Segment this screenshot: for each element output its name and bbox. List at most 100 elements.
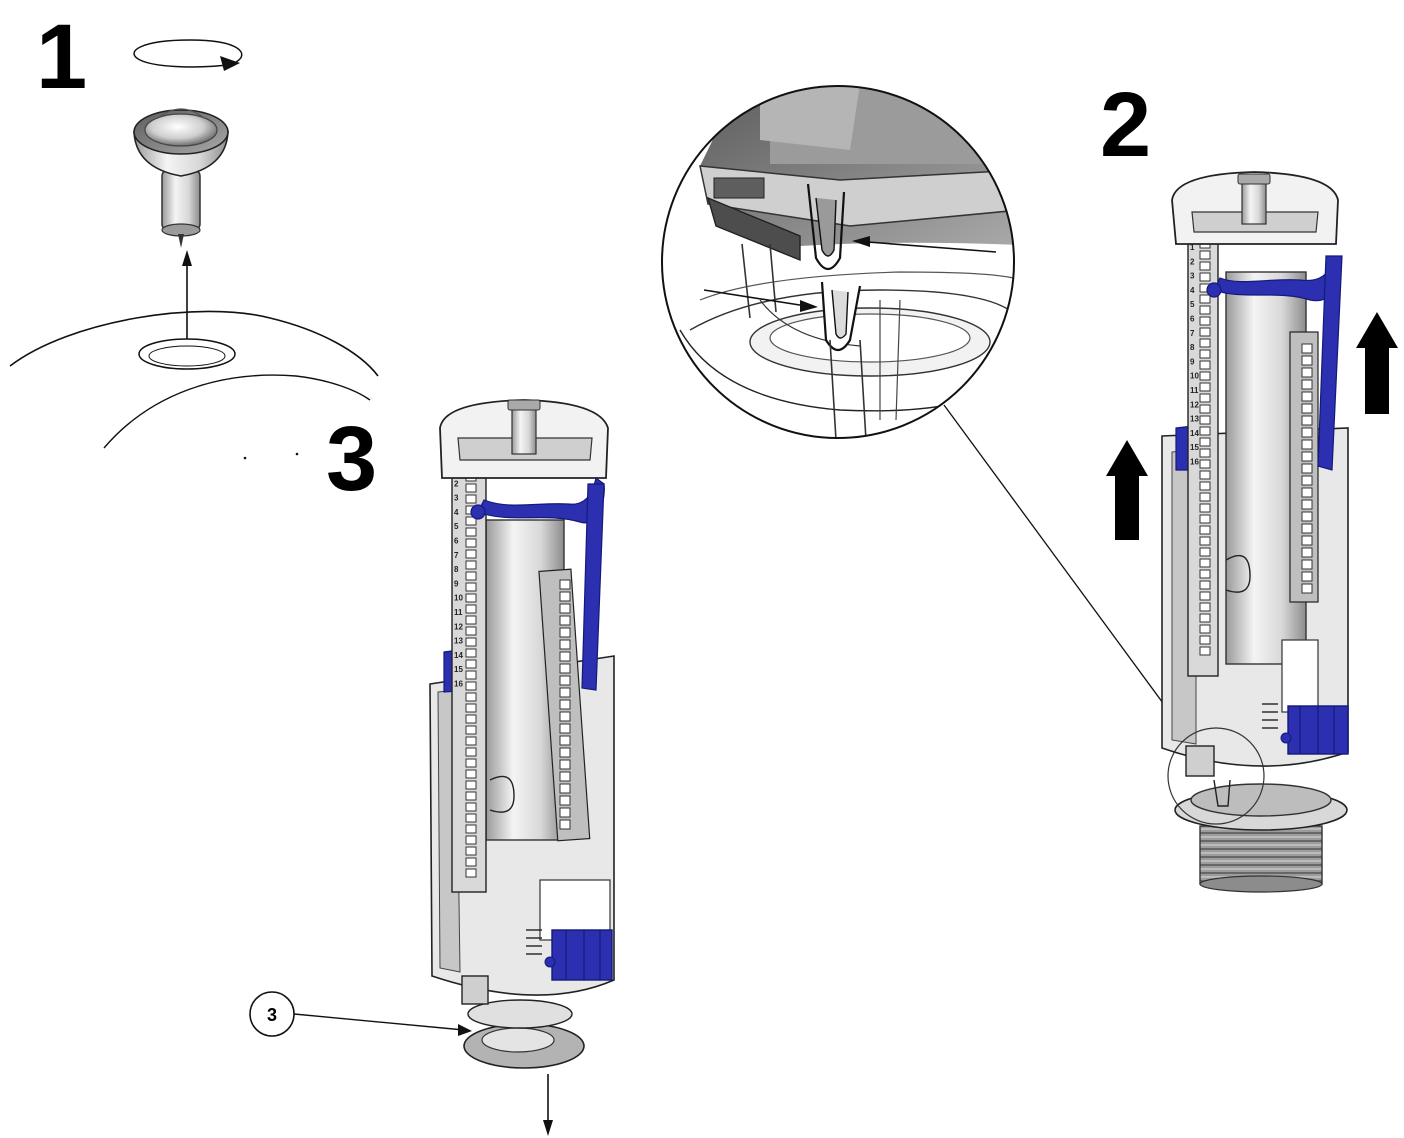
scale-notch	[559, 663, 571, 674]
scale-notch	[465, 703, 477, 713]
scale-notch	[1199, 514, 1211, 524]
scale-label: 7	[1190, 329, 1195, 338]
scale-notch	[1301, 439, 1313, 450]
scale-notch	[559, 735, 571, 746]
scale-notch	[1301, 415, 1313, 426]
scale-label: 5	[454, 522, 459, 531]
scale-notch	[465, 846, 477, 856]
scale-notch	[1199, 481, 1211, 491]
scale-label: 9	[454, 579, 459, 588]
detail-marker-circle	[1167, 727, 1265, 825]
scale-notch	[1301, 547, 1313, 558]
scale-notch	[1301, 451, 1313, 462]
scale-notch	[1199, 382, 1211, 392]
scale-label: 9	[1190, 357, 1195, 366]
scale-notch	[1199, 294, 1211, 304]
scale-notch	[559, 687, 571, 698]
scale-notch	[465, 780, 477, 790]
scale-notch	[465, 527, 477, 537]
scale-label: 11	[454, 608, 463, 617]
scale-notch	[1199, 536, 1211, 546]
scale-notch	[1301, 463, 1313, 474]
scale-notch	[465, 582, 477, 592]
scale-notch	[1301, 367, 1313, 378]
scale-notch	[559, 819, 571, 830]
scale-notch	[559, 795, 571, 806]
scale-notch	[1301, 499, 1313, 510]
scale-notch	[465, 692, 477, 702]
scale-notch	[1199, 338, 1211, 348]
scale-notch	[465, 549, 477, 559]
scale-notch	[465, 615, 477, 625]
scale-notch	[559, 759, 571, 770]
scale-label: 10	[454, 594, 463, 603]
scale-notch	[559, 807, 571, 818]
scale-notch	[559, 639, 571, 650]
scale-notch	[465, 769, 477, 779]
scale-notch	[465, 593, 477, 603]
scale-notch	[1199, 602, 1211, 612]
scale-notch	[1199, 437, 1211, 447]
scale-notch	[465, 824, 477, 834]
scale-notch	[1301, 427, 1313, 438]
scale-notch	[1301, 571, 1313, 582]
scale-notch	[465, 670, 477, 680]
up-arrow-icon	[1356, 312, 1398, 414]
scale-label: 6	[1190, 315, 1195, 324]
scale-label: 2	[1190, 257, 1195, 266]
scale-notch	[1199, 305, 1211, 315]
scale-notch	[559, 699, 571, 710]
scale-label: 14	[1190, 429, 1199, 438]
detail-circle-outline	[661, 85, 1015, 439]
scale-label: 12	[454, 622, 463, 631]
scale-notch	[1199, 316, 1211, 326]
scale-notch	[465, 736, 477, 746]
scale-notch	[1199, 448, 1211, 458]
scale-notch	[1199, 459, 1211, 469]
scale-notch	[465, 626, 477, 636]
scale-notch	[465, 516, 477, 526]
scale-notch	[559, 747, 571, 758]
detail-leader-line	[943, 404, 1197, 749]
scale-notch	[1199, 558, 1211, 568]
scale-notch	[465, 681, 477, 691]
scale-notch	[1199, 371, 1211, 381]
scale-notch	[559, 771, 571, 782]
scale-notch	[1199, 360, 1211, 370]
step-number-3: 3	[326, 408, 377, 510]
scale-notch	[465, 604, 477, 614]
rotate-arrow-icon	[133, 39, 243, 71]
scale-notch	[1199, 624, 1211, 634]
scale-notch	[465, 857, 477, 867]
tank-lid	[9, 310, 379, 460]
scale-notch	[559, 591, 571, 602]
scale-notch	[559, 711, 571, 722]
scale-label: 11	[1190, 386, 1199, 395]
scale-notch	[559, 579, 571, 590]
scale-label: 3	[454, 494, 459, 503]
scale-notch	[465, 714, 477, 724]
scale-notch	[465, 868, 477, 878]
scale-notch	[1301, 511, 1313, 522]
step-number-2: 2	[1100, 74, 1151, 176]
scale-notch	[1199, 426, 1211, 436]
scale-label: 12	[1190, 400, 1199, 409]
scale-notch	[1301, 523, 1313, 534]
callout-label: 3	[267, 1005, 277, 1025]
scale-label: 14	[454, 651, 463, 660]
scale-notch	[1301, 403, 1313, 414]
detail-zoom-view	[661, 85, 1197, 749]
scale-notch	[1199, 250, 1211, 260]
scale-notch	[1199, 525, 1211, 535]
scale-notch	[559, 603, 571, 614]
scale-notch	[559, 627, 571, 638]
scale-notch	[465, 802, 477, 812]
scale-notch	[465, 725, 477, 735]
scale-label: 15	[454, 665, 463, 674]
scale-notch	[1199, 261, 1211, 271]
scale-notch	[1199, 569, 1211, 579]
